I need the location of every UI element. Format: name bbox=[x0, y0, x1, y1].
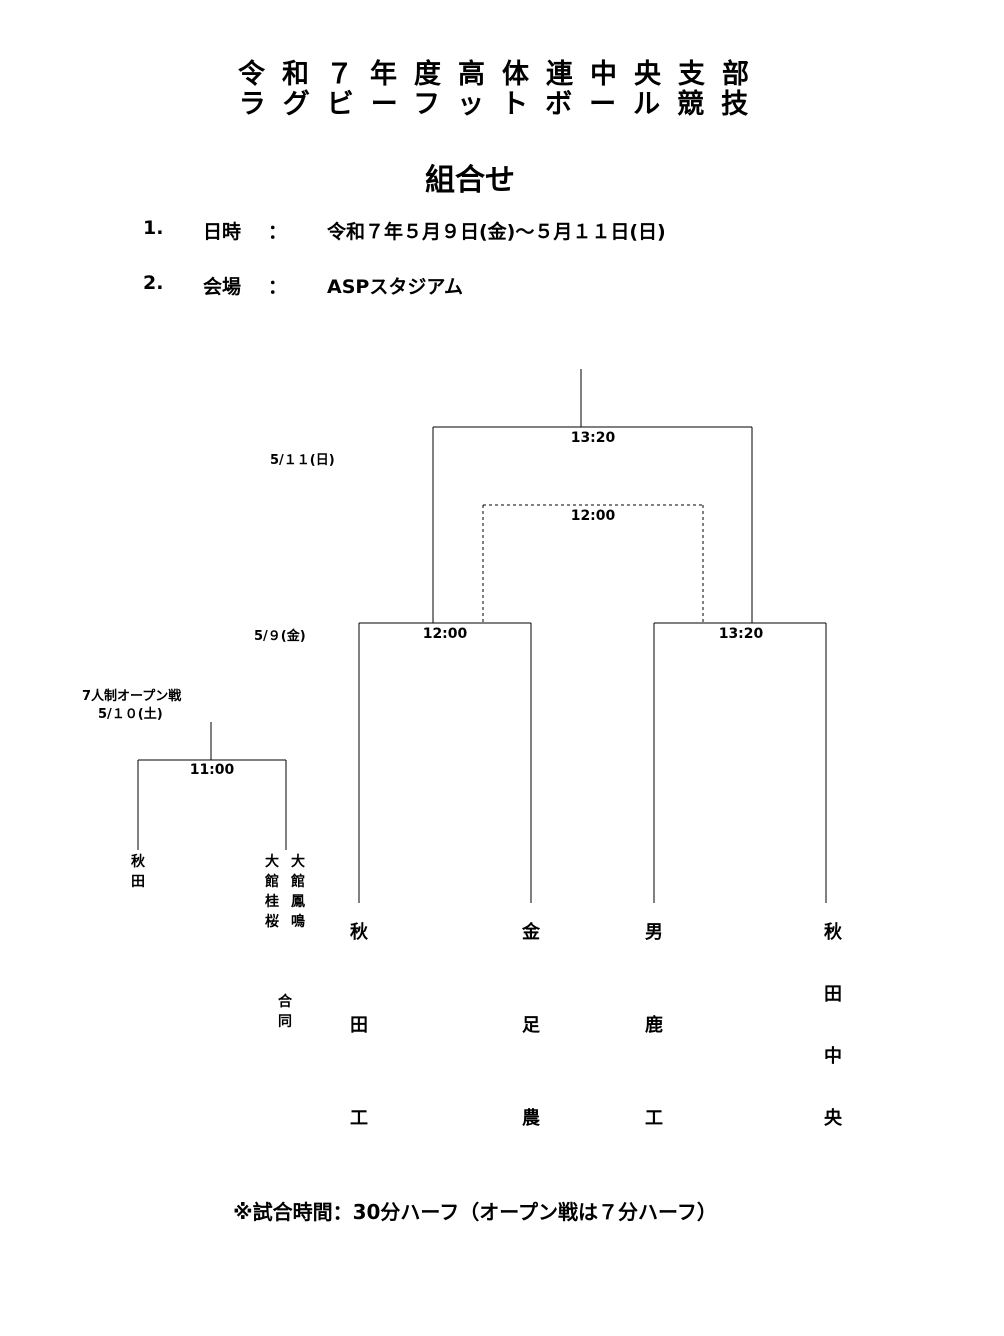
team-oga-kou: 男 鹿 工 bbox=[645, 922, 663, 1129]
time-final: 13:20 bbox=[570, 430, 616, 446]
title-line-2: ラグビーフットボール競技 bbox=[238, 89, 766, 120]
footer-note: ※試合時間：30分ハーフ（オープン戦は７分ハーフ） bbox=[233, 1200, 717, 1224]
subtitle: 組合せ bbox=[425, 163, 515, 198]
open-team-goudou: 合 同 bbox=[278, 994, 292, 1030]
info-number: 2. bbox=[143, 272, 164, 294]
info-value: 令和７年５月９日(金)～５月１１日(日) bbox=[327, 221, 666, 243]
date-day1: 5/９(金) bbox=[254, 629, 306, 644]
info-label: 会場 bbox=[203, 276, 242, 298]
time-semi-right: 13:20 bbox=[718, 626, 764, 642]
info-value: ASPスタジアム bbox=[327, 276, 463, 298]
time-open-match: 11:00 bbox=[189, 762, 235, 778]
third-place-bracket bbox=[482, 504, 704, 623]
open-date: 5/１０(土) bbox=[98, 707, 163, 722]
team-kanaashi-nou: 金 足 農 bbox=[522, 922, 540, 1129]
info-label: 日時 bbox=[203, 221, 242, 243]
date-day3: 5/１１(日) bbox=[270, 453, 335, 468]
open-team-odate-keiou: 大 館 桂 桜 bbox=[265, 854, 279, 930]
time-semi-left: 12:00 bbox=[422, 626, 468, 642]
info-colon: ： bbox=[268, 221, 288, 243]
title-line-1: 令和７年度高体連中央支部 bbox=[238, 59, 766, 90]
time-third-place: 12:00 bbox=[570, 508, 616, 524]
info-colon: ： bbox=[268, 276, 288, 298]
team-akita-chuo: 秋 田 中 央 bbox=[824, 922, 842, 1129]
open-team-odate-houmei: 大 館 鳳 鳴 bbox=[291, 854, 305, 930]
open-team-akita: 秋 田 bbox=[131, 854, 145, 890]
info-number: 1. bbox=[143, 217, 164, 239]
open-title: 7人制オープン戦 bbox=[82, 689, 182, 704]
team-akita-kou: 秋 田 工 bbox=[350, 922, 368, 1129]
